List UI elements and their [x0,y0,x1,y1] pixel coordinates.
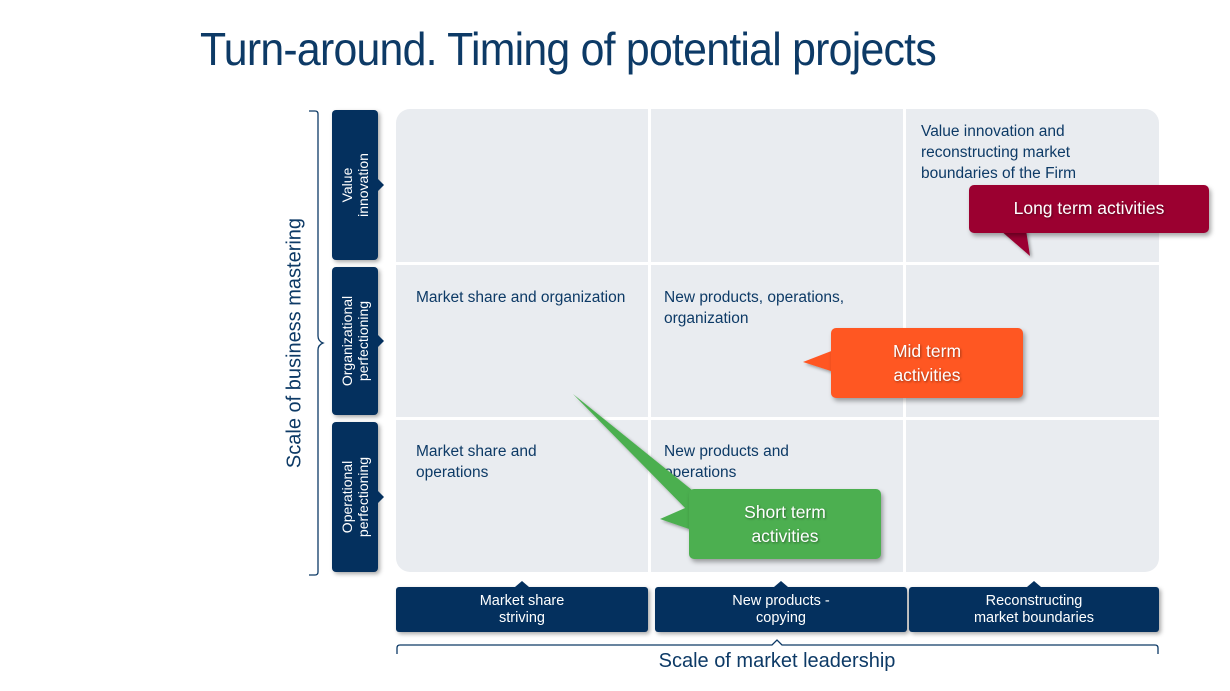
short-term-callout-tail [573,394,692,515]
row-label-pointer [378,179,384,191]
cell-value-innovation-new-products [651,109,903,262]
callout-text: activities [751,526,819,546]
cell-value-innovation-market-share [396,109,648,262]
cell-organizational-market-share: Market share and organization [396,265,648,417]
page-title: Turn-around. Timing of potential project… [200,23,937,75]
row-label-pointer [378,335,384,347]
column-label-pointer [515,581,529,587]
callout-text: Long term activities [1013,198,1165,218]
column-label-line: market boundaries [973,610,1095,626]
column-label-line: Market share [479,593,565,609]
mid-term-callout: Mid term activities [831,328,1023,398]
column-label-line: striving [499,610,545,626]
column-label-line: copying [756,610,806,626]
mid-term-callout-tail [803,350,834,372]
column-label-line: Reconstructing [985,593,1083,609]
long-term-callout: Long term activities [969,185,1209,233]
cell-operational-market-share: Market share and operations [396,420,648,572]
column-label-pointer [1027,581,1041,587]
callout-text: Mid term [892,341,962,361]
column-label-market-share-striving: Market share striving [396,581,648,632]
matrix-grid: Value innovation and reconstructing mark… [396,109,1159,572]
short-term-callout-tail-lower [660,505,692,530]
column-label-new-products-copying: New products - copying [655,581,907,632]
x-axis-label: Scale of market leadership [658,650,896,672]
callout-text: Short term [744,502,826,522]
callout-text: activities [893,365,961,385]
column-label-reconstructing-market-boundaries: Reconstructing market boundaries [909,581,1159,632]
row-label-pointer [378,491,384,503]
column-label-pointer [774,581,788,587]
short-term-callout: Short term activities [689,489,881,559]
column-label-line: New products - [732,593,830,609]
long-term-callout-tail [1000,230,1030,256]
cell-operational-reconstructing [906,420,1159,572]
